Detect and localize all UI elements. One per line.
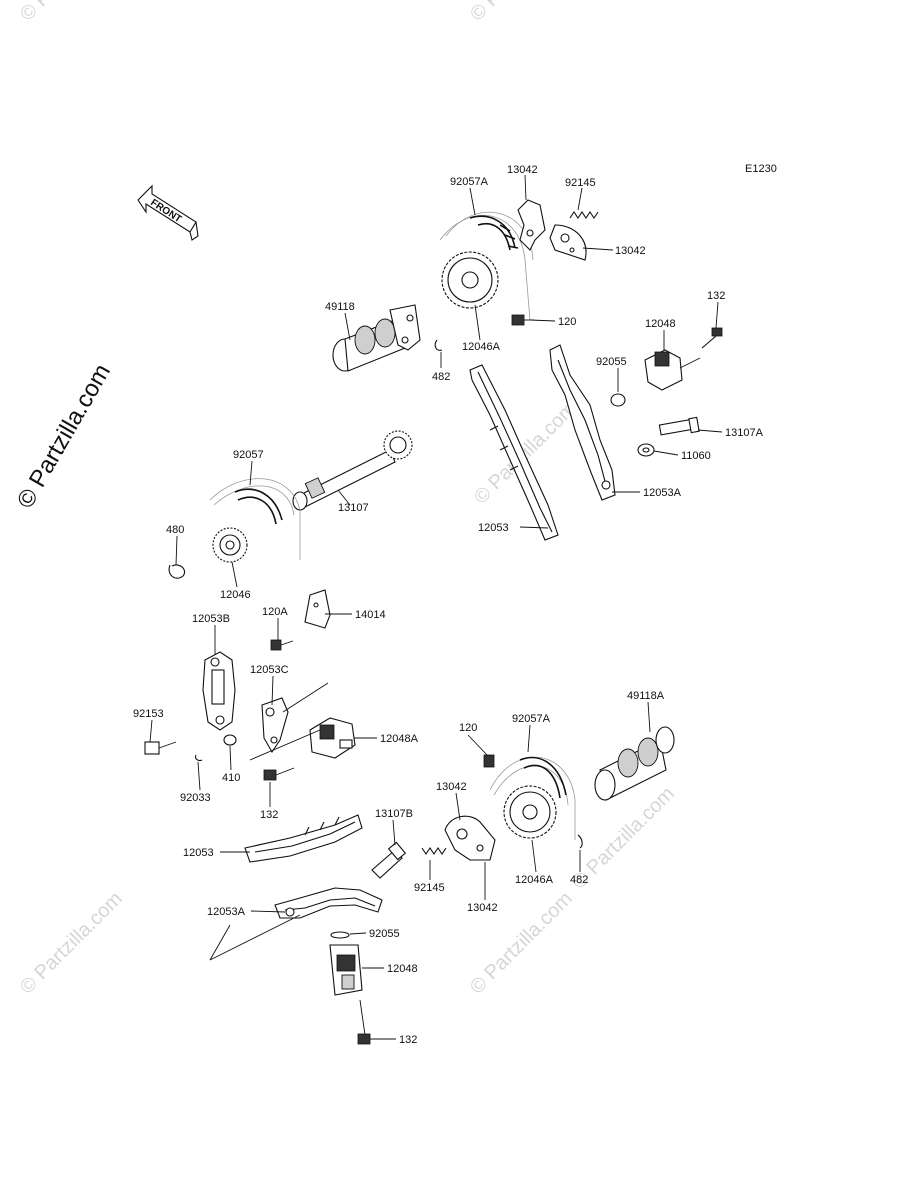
part-label: 12053	[183, 847, 214, 859]
front-arrow-icon: FRONT	[137, 184, 199, 241]
watermark: © Partzilla.com	[16, 0, 127, 26]
part-label: 13042	[507, 164, 538, 176]
part-label: 410	[222, 772, 240, 784]
camshaft-top	[332, 304, 421, 372]
decomp-weight-right	[549, 224, 587, 261]
oring-top	[610, 393, 626, 407]
part-label: 132	[260, 809, 278, 821]
plate-14014	[304, 589, 331, 629]
part-label: 12053A	[643, 487, 682, 499]
part-label: 92057	[233, 449, 264, 461]
chain-guide-12053A-top	[549, 344, 616, 501]
part-label: 120	[558, 316, 576, 328]
part-label: 92033	[180, 792, 211, 804]
part-label: 12048	[645, 318, 676, 330]
decomp-weight-top	[517, 199, 546, 251]
chain-guide-12053-bottom	[244, 814, 363, 863]
bolt-132-mid	[263, 767, 295, 781]
watermark: © Partzilla.com	[466, 0, 577, 26]
watermark-main: © Partzilla.com	[12, 359, 116, 513]
part-label: 92057A	[450, 176, 489, 188]
cam-chain-bottom	[489, 756, 576, 840]
circlip-480	[168, 564, 186, 579]
camshaft-bottom	[594, 726, 675, 801]
part-label: 92145	[565, 177, 596, 189]
washer-410	[223, 734, 237, 746]
spring-bottom	[421, 847, 447, 855]
part-label: 49118A	[627, 690, 665, 702]
part-label: 12053A	[207, 906, 246, 918]
chain-guide-12053A-bottom	[274, 887, 383, 919]
oring-bottom	[330, 931, 350, 939]
cam-sprocket-top	[441, 251, 499, 309]
ring-92033	[194, 754, 203, 762]
part-label: 13107A	[725, 427, 764, 439]
primary-chain-92057	[209, 478, 301, 560]
tensioner-top	[644, 349, 701, 391]
bolt-92153	[144, 741, 177, 755]
idler-sprocket-12046	[212, 527, 248, 563]
part-label: 13042	[467, 902, 498, 914]
part-label: 480	[166, 524, 184, 536]
part-label: 12048A	[380, 733, 419, 745]
bolt-120A	[270, 639, 294, 651]
part-label: 13042	[615, 245, 646, 257]
part-label: 92057A	[512, 713, 551, 725]
part-label: 12046	[220, 589, 251, 601]
part-label: 120A	[262, 606, 288, 618]
guide-12053B	[202, 651, 236, 731]
bolt-120-bottom	[483, 754, 495, 768]
cam-chain-top	[439, 211, 534, 321]
part-label: 92153	[133, 708, 164, 720]
part-label: 14014	[355, 609, 386, 621]
bracket-12053C	[261, 697, 289, 754]
tensioner-bottom	[329, 944, 363, 996]
part-label: 11060	[681, 450, 711, 462]
leader-lines	[149, 174, 723, 1040]
part-label: 92145	[414, 882, 445, 894]
part-label: 92055	[596, 356, 627, 368]
part-label: 49118	[325, 301, 355, 313]
bolt-132-top	[701, 327, 723, 349]
part-labels: 92057A 13042 92145 13042 49118 120 12046…	[133, 164, 764, 1046]
part-label: 132	[707, 290, 725, 302]
clip-top	[434, 339, 443, 351]
part-label: 120	[459, 722, 477, 734]
part-label: 482	[570, 874, 588, 886]
part-label: 13107	[338, 502, 369, 514]
part-label: 482	[432, 371, 450, 383]
bolt-132-bottom	[357, 999, 371, 1045]
tensioner-12048A	[309, 717, 356, 759]
diagram-code: E1230	[745, 163, 777, 175]
part-label: 13107B	[375, 808, 413, 820]
idler-shaft-13107	[292, 430, 413, 511]
decomp-weight-bottom	[444, 815, 496, 861]
bolt-13107B	[371, 841, 407, 879]
clip-bottom	[577, 834, 583, 849]
part-label: 12048	[387, 963, 418, 975]
cam-sprocket-bottom	[503, 785, 557, 839]
part-label: 132	[399, 1034, 417, 1046]
part-label: 92055	[369, 928, 400, 940]
part-label: 12046A	[462, 341, 501, 353]
bolt-13107A	[658, 416, 700, 436]
part-label: 12053C	[250, 664, 289, 676]
part-label: 13042	[436, 781, 467, 793]
spring-top	[569, 211, 599, 219]
part-label: 12053	[478, 522, 509, 534]
part-label: 12046A	[515, 874, 554, 886]
watermark: © Partzilla.com	[16, 888, 127, 999]
part-label: 12053B	[192, 613, 230, 625]
reference-lines	[249, 682, 329, 761]
chain-guide-12053-top	[469, 364, 559, 541]
reference-lines-lower	[209, 914, 301, 961]
